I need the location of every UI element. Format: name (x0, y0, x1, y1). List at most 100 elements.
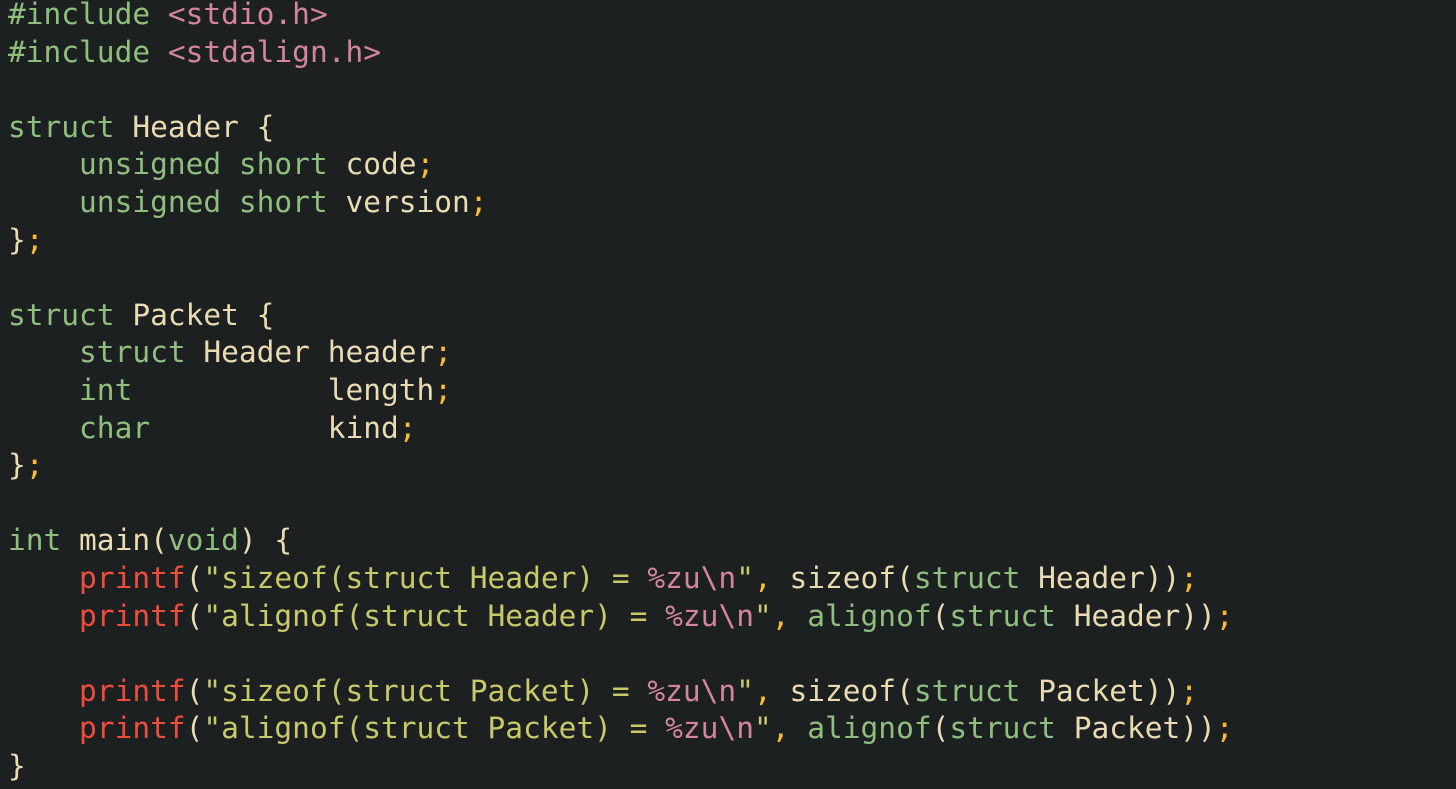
code-line: printf("alignof(struct Header) = %zu\n",… (8, 598, 1234, 636)
code-token: } (8, 748, 26, 783)
code-token: sizeof (789, 673, 897, 708)
code-line: printf("sizeof(struct Packet) = %zu\n", … (8, 673, 1234, 711)
code-token: struct (8, 109, 133, 144)
code-token: printf (8, 598, 186, 633)
code-token: struct (949, 598, 1074, 633)
code-token: ( (896, 673, 914, 708)
code-token: " (753, 711, 772, 746)
code-token: )) (1180, 711, 1216, 746)
code-token: void (167, 523, 239, 558)
code-line: unsigned short version; (8, 184, 1234, 222)
code-line: int length; (8, 372, 1234, 410)
code-token: )) (1180, 598, 1216, 633)
code-token: %zu\n (647, 673, 737, 708)
code-token: printf (8, 711, 186, 746)
code-token: <stdio.h> (167, 0, 328, 31)
code-token: Packet (1038, 673, 1145, 708)
code-token: #include (8, 34, 168, 69)
code-token: "sizeof(struct Header) = (203, 560, 648, 595)
code-token: ( (185, 673, 204, 708)
code-token: , (771, 598, 808, 633)
code-token: %zu\n (665, 598, 754, 633)
code-token: struct (8, 297, 133, 332)
code-line: } (8, 748, 1234, 786)
code-line: unsigned short code; (8, 146, 1234, 184)
code-token: ; (434, 372, 453, 407)
code-line: }; (8, 222, 1234, 260)
code-token: kind (327, 410, 399, 445)
code-token: ; (1215, 598, 1234, 633)
code-token: ; (416, 147, 435, 182)
code-token: code (345, 147, 417, 182)
code-token: "alignof(struct Packet) = (203, 711, 666, 746)
code-line: struct Header header; (8, 334, 1234, 372)
code-token: ( (150, 523, 168, 558)
code-token: int (8, 523, 80, 558)
code-token: Header (1073, 598, 1181, 633)
code-token: %zu\n (665, 711, 754, 746)
code-token: printf (8, 673, 186, 708)
code-token: Header header (203, 335, 435, 370)
code-token: ; (25, 448, 44, 483)
code-token: ) { (238, 523, 293, 558)
code-token: unsigned short (8, 147, 346, 182)
code-token: )) (1144, 560, 1181, 595)
code-token: { (256, 109, 275, 144)
code-line: #include <stdio.h> (8, 0, 1234, 34)
code-token: ( (896, 560, 914, 595)
code-token: char (8, 410, 328, 445)
code-token: unsigned short (8, 184, 346, 219)
code-line: #include <stdalign.h> (8, 34, 1234, 72)
code-line: }; (8, 447, 1234, 485)
code-token: ( (185, 598, 204, 633)
code-token: alignof (807, 711, 932, 746)
code-token: , (753, 673, 790, 708)
code-token: ; (469, 184, 488, 219)
code-token: length (327, 372, 435, 407)
code-token: ; (398, 410, 417, 445)
code-token: " (736, 560, 754, 595)
code-token: Packet (1073, 711, 1181, 746)
code-token: ; (1180, 673, 1199, 708)
code-line: printf("sizeof(struct Header) = %zu\n", … (8, 560, 1234, 598)
code-token: } (8, 448, 26, 483)
code-token: alignof (807, 598, 932, 633)
code-token: "alignof(struct Header) = (203, 598, 666, 633)
code-line (8, 71, 1234, 109)
code-token: Header (132, 109, 257, 144)
code-token: ( (185, 711, 204, 746)
code-token: sizeof (789, 560, 897, 595)
code-token: int (8, 372, 328, 407)
code-token: )) (1144, 673, 1181, 708)
code-token: ; (1215, 711, 1234, 746)
code-token: ( (931, 711, 950, 746)
code-token: ( (185, 560, 204, 595)
code-token: Packet (132, 297, 257, 332)
code-token: ; (1180, 560, 1199, 595)
code-token: struct (913, 560, 1039, 595)
code-token: " (736, 673, 754, 708)
code-token: struct (949, 711, 1074, 746)
code-line (8, 259, 1234, 297)
code-token: printf (8, 560, 186, 595)
code-token: Header (1038, 560, 1145, 595)
code-line: char kind; (8, 410, 1234, 448)
code-editor[interactable]: #include <stdio.h>#include <stdalign.h> … (8, 0, 1234, 785)
code-token: ; (434, 335, 453, 370)
code-line (8, 485, 1234, 523)
code-line: struct Packet { (8, 297, 1234, 335)
code-token: } (8, 222, 26, 257)
code-token: { (256, 297, 275, 332)
code-token: " (753, 598, 772, 633)
code-token: <stdalign.h> (167, 34, 381, 69)
code-line (8, 635, 1234, 673)
code-token: ; (25, 222, 44, 257)
code-token: #include (8, 0, 168, 31)
code-token: , (771, 711, 808, 746)
code-token: , (753, 560, 790, 595)
code-token: ( (931, 598, 950, 633)
code-token: struct (8, 335, 204, 370)
code-line: struct Header { (8, 109, 1234, 147)
code-line: int main(void) { (8, 522, 1234, 560)
code-token: version (345, 184, 470, 219)
